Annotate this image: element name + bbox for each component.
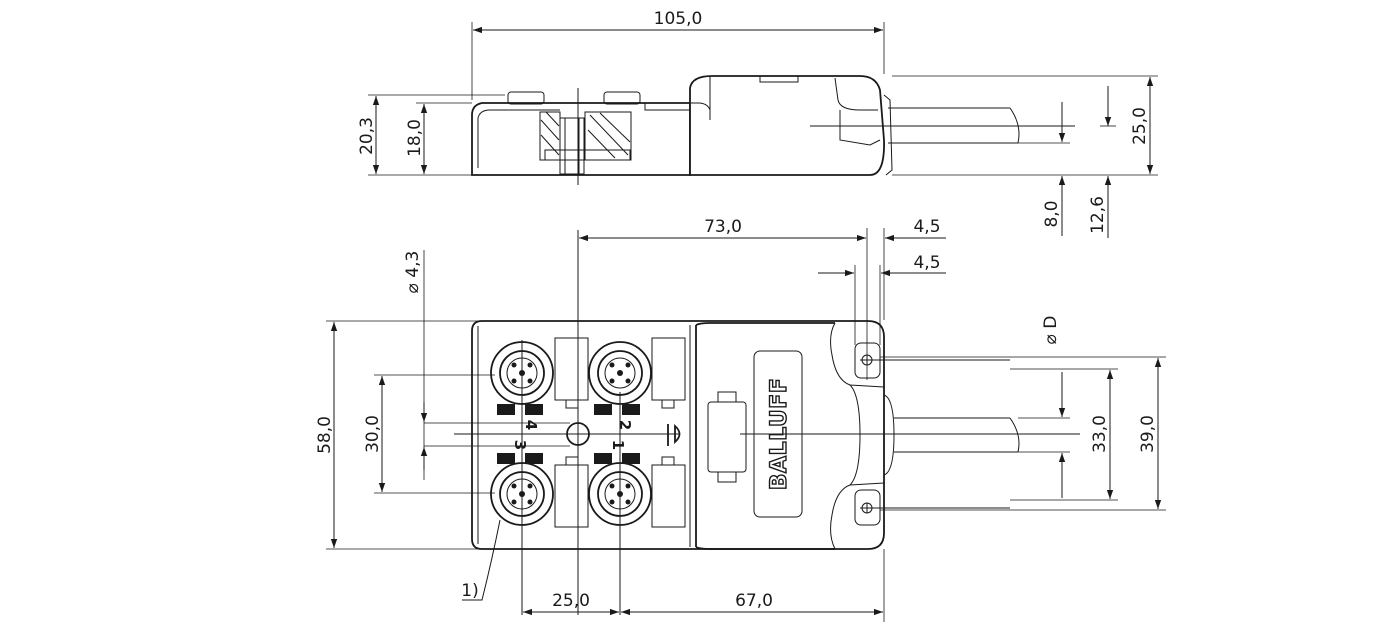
dim-18-0: 18,0 bbox=[405, 119, 425, 157]
port-1 bbox=[588, 462, 652, 526]
callout-1: 1) bbox=[461, 581, 478, 601]
dim-cable-diameter: ⌀ D bbox=[1041, 316, 1061, 345]
port-3 bbox=[490, 462, 554, 526]
dim-39-0: 39,0 bbox=[1138, 415, 1158, 453]
dim-58-0: 58,0 bbox=[315, 416, 335, 454]
side-dimensions: 105,0 20,3 18,0 25,0 12,6 8,0 bbox=[357, 9, 1158, 238]
dim-hole-diameter: ⌀ 4,3 bbox=[403, 251, 423, 294]
dim-12-6: 12,6 bbox=[1088, 196, 1108, 234]
dim-25-0: 25,0 bbox=[1130, 107, 1150, 145]
dim-30-0: 30,0 bbox=[363, 415, 383, 453]
port-4 bbox=[490, 341, 554, 405]
dim-33-0: 33,0 bbox=[1090, 415, 1110, 453]
dim-73-0: 73,0 bbox=[704, 217, 742, 237]
dim-20-3: 20,3 bbox=[357, 117, 377, 155]
port-2 bbox=[588, 341, 652, 405]
top-view: BALLUFF bbox=[454, 230, 1080, 615]
port-label-4: 4 bbox=[522, 420, 540, 430]
port-label-3: 3 bbox=[511, 440, 529, 450]
port-label-1: 1 bbox=[609, 440, 627, 450]
dim-105-0: 105,0 bbox=[654, 9, 703, 29]
dim-8-0: 8,0 bbox=[1042, 200, 1062, 227]
top-dimensions: 73,0 4,5 4,5 ⌀ 4,3 58,0 30,0 33,0 bbox=[315, 217, 1166, 622]
dim-25-0: 25,0 bbox=[552, 591, 590, 611]
dim-4-5-a: 4,5 bbox=[913, 217, 940, 237]
port-label-2: 2 bbox=[616, 420, 634, 430]
dim-67-0: 67,0 bbox=[735, 591, 773, 611]
dim-4-5-b: 4,5 bbox=[913, 253, 940, 273]
side-view bbox=[471, 75, 1075, 185]
